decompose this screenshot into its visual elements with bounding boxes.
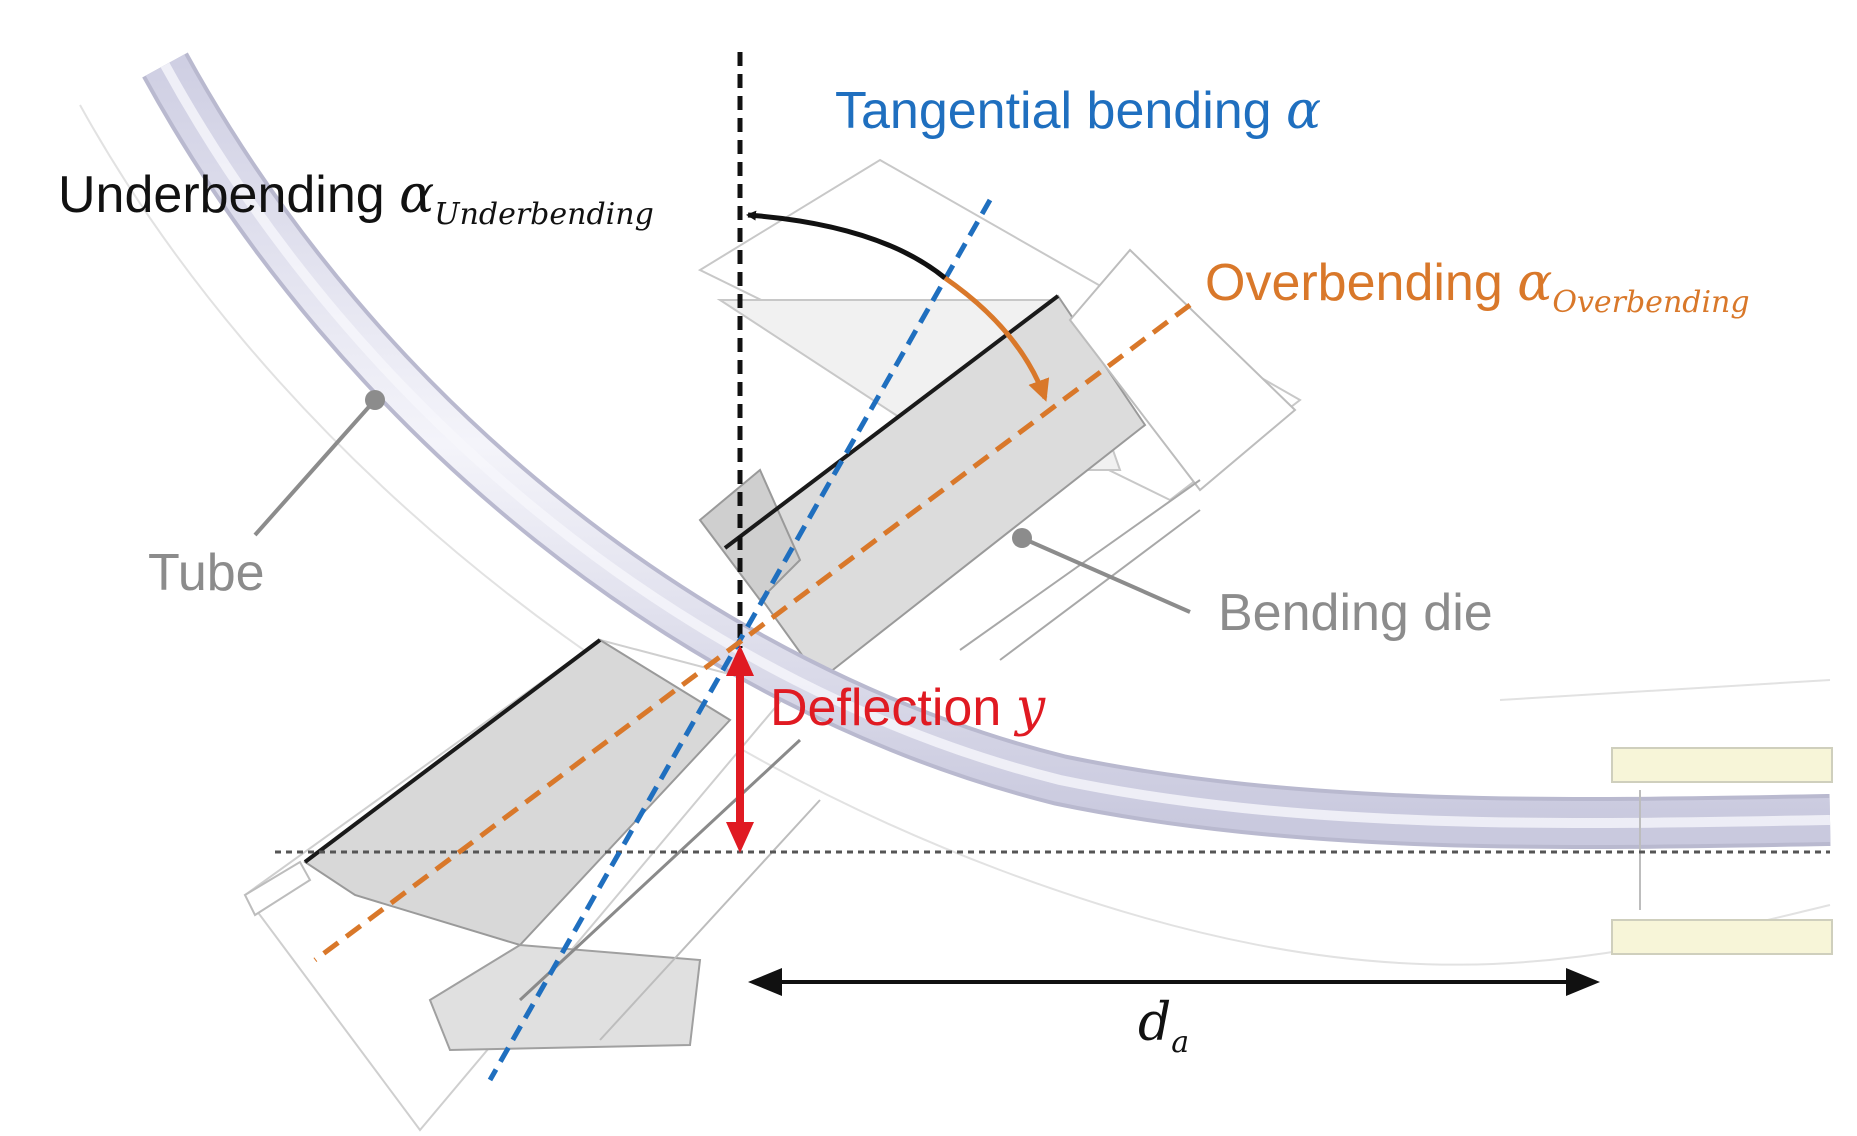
tangential-bending-label: Tangential bending α [835,81,1321,141]
clearance-outlines [79,104,1831,966]
lower-bending-die [243,638,821,1132]
upper-bending-die [697,158,1302,682]
deflection-label: Deflection y [770,678,1046,738]
tube-callout [253,390,385,537]
guide-blocks [1611,747,1833,955]
overbending-arc-arrow [943,275,1050,402]
underbending-label: Underbending αUnderbending [58,165,654,232]
bending-die-callout [1012,528,1191,614]
underbending-arc-arrow [746,210,947,280]
overbending-label: Overbending αOverbending [1205,253,1750,320]
distance-label: da [1138,993,1189,1060]
tube-label: Tube [148,544,265,602]
deflection-arrow [726,645,754,853]
distance-arrow [748,968,1600,996]
overbending-line [313,302,1192,963]
bending-die-label: Bending die [1218,584,1493,642]
